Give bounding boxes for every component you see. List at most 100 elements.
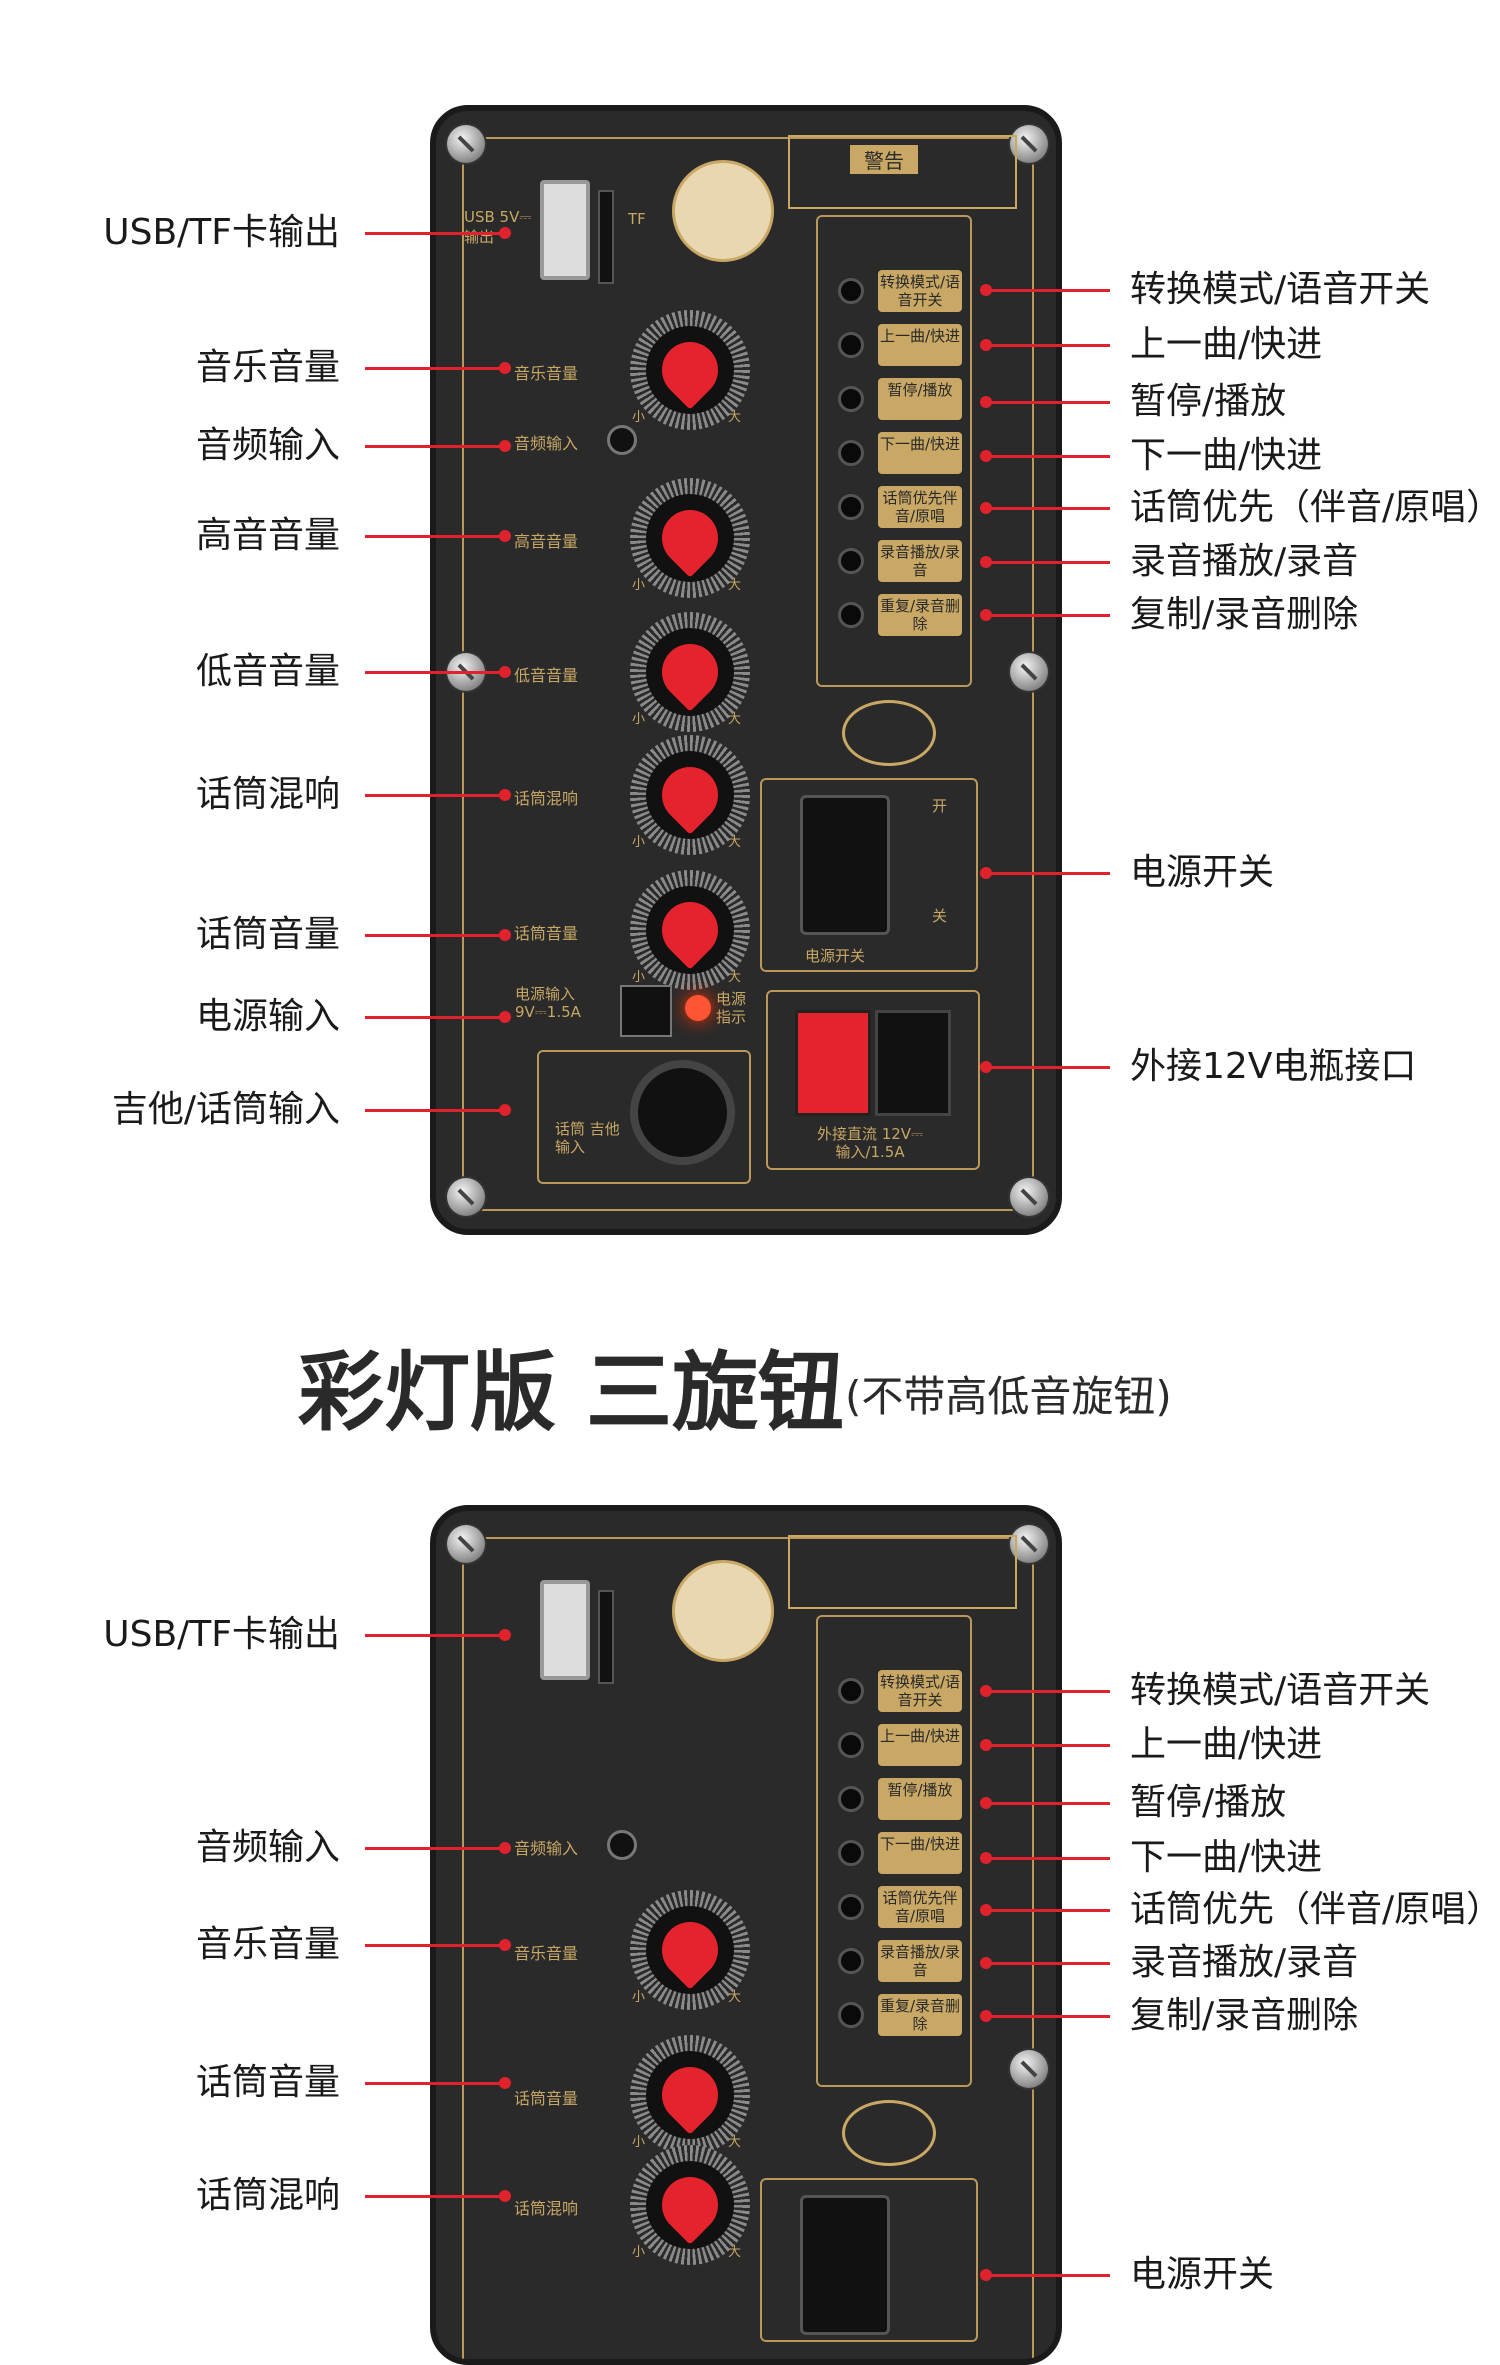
audio-input-jack[interactable]	[607, 425, 637, 455]
panel-button-label: 转换模式/语音开关	[878, 1670, 962, 1712]
knob-max-text: 大	[728, 835, 742, 850]
callout-label-left: 低音音量	[195, 651, 340, 692]
usb-port[interactable]	[540, 1580, 590, 1680]
leader-line	[365, 535, 505, 538]
warning-plate	[788, 135, 1017, 209]
callout-label-left: 音频输入	[195, 425, 340, 466]
volume-knob[interactable]	[630, 310, 750, 430]
panel-button-label: 重复/录音删除	[878, 1994, 962, 2036]
volume-knob[interactable]	[630, 1890, 750, 2010]
power-switch-frame	[760, 778, 978, 972]
leader-dot	[499, 1011, 511, 1023]
screw-icon	[447, 1525, 485, 1563]
panel-button-label: 重复/录音删除	[878, 594, 962, 636]
panel-knob-label: 低音音量	[514, 666, 579, 685]
power-in-text: 电源输入 9V⎓1.5A	[515, 985, 581, 1021]
panel-button[interactable]	[838, 2002, 864, 2028]
terminal-red[interactable]	[795, 1010, 871, 1116]
panel-button[interactable]	[838, 1732, 864, 1758]
panel-button[interactable]	[838, 1948, 864, 1974]
tf-slot[interactable]	[598, 1590, 614, 1684]
leader-line	[986, 1962, 1110, 1965]
callout-label-right: 话筒优先（伴音/原唱）	[1130, 487, 1500, 528]
leader-line	[986, 1909, 1110, 1912]
callout-label-left: 高音音量	[195, 515, 340, 556]
volume-knob[interactable]	[630, 612, 750, 732]
callout-label-left: USB/TF卡输出	[103, 1614, 340, 1655]
power-switch[interactable]	[800, 795, 890, 935]
leader-line	[365, 232, 505, 235]
panel-button[interactable]	[838, 332, 864, 358]
callout-label-left: 话筒音量	[195, 2062, 340, 2103]
knob-min-text: 小	[632, 970, 646, 985]
volume-knob[interactable]	[630, 870, 750, 990]
leader-line	[365, 2195, 505, 2198]
panel-button[interactable]	[838, 1894, 864, 1920]
leader-line	[365, 671, 505, 674]
ext-dc-text: 外接直流 12V⎓输入/1.5A	[816, 1125, 924, 1161]
panel-button[interactable]	[838, 602, 864, 628]
leader-line	[986, 872, 1110, 875]
panel-button[interactable]	[838, 1840, 864, 1866]
leader-dot	[499, 2190, 511, 2202]
callout-label-left: 话筒音量	[195, 914, 340, 955]
panel-button[interactable]	[838, 440, 864, 466]
switch-off-text: 关	[932, 907, 948, 925]
terminal-black[interactable]	[875, 1010, 951, 1116]
callout-label-right: 录音播放/录音	[1130, 1942, 1359, 1983]
knob-min-text: 小	[632, 2135, 646, 2150]
audio-input-jack[interactable]	[607, 1830, 637, 1860]
usb-port[interactable]	[540, 180, 590, 280]
leader-line	[365, 1847, 505, 1850]
button-group-frame	[816, 1615, 972, 2087]
ccc-logo-icon	[842, 2100, 936, 2166]
panel-button[interactable]	[838, 1678, 864, 1704]
panel-knob-label: 高音音量	[514, 532, 579, 551]
knob-max-text: 大	[728, 2135, 742, 2150]
callout-label-right: 上一曲/快进	[1130, 1724, 1323, 1765]
volume-knob[interactable]	[630, 478, 750, 598]
callout-label-right: 上一曲/快进	[1130, 324, 1323, 365]
callout-label-right: 下一曲/快进	[1130, 435, 1323, 476]
leader-line	[986, 614, 1110, 617]
leader-line	[365, 2082, 505, 2085]
volume-knob[interactable]	[630, 2145, 750, 2265]
volume-knob[interactable]	[630, 735, 750, 855]
panel-knob-label: 话筒混响	[514, 789, 579, 808]
section-subtitle: (不带高低音旋钮)	[845, 1372, 1172, 1421]
mic-input-jack[interactable]	[630, 1060, 735, 1165]
button-group-frame	[816, 215, 972, 687]
callout-label-left: 电源输入	[195, 996, 340, 1037]
callout-label-right: 复制/录音删除	[1130, 594, 1359, 635]
panel-button-label: 暂停/播放	[878, 1778, 962, 1820]
leader-line	[986, 289, 1110, 292]
tf-slot[interactable]	[598, 190, 614, 284]
callout-label-right: 转换模式/语音开关	[1130, 1670, 1431, 1711]
leader-line	[365, 1016, 505, 1019]
panel-button[interactable]	[838, 278, 864, 304]
brand-logo-icon	[672, 160, 774, 262]
leader-dot	[499, 789, 511, 801]
power-switch[interactable]	[800, 2195, 890, 2335]
volume-knob[interactable]	[630, 2035, 750, 2155]
panel-knob-label: 话筒混响	[514, 2199, 579, 2218]
knob-max-text: 大	[728, 1990, 742, 2005]
panel-button[interactable]	[838, 494, 864, 520]
panel-border	[462, 1537, 1034, 2359]
warning-text: 警告	[850, 145, 918, 174]
panel-button-label: 下一曲/快进	[878, 1832, 962, 1874]
callout-label-right: 下一曲/快进	[1130, 1837, 1323, 1878]
panel-button[interactable]	[838, 1786, 864, 1812]
leader-line	[986, 2274, 1110, 2277]
leader-line	[986, 1744, 1110, 1747]
knob-max-text: 大	[728, 712, 742, 727]
brand-logo-icon	[672, 1560, 774, 1662]
panel-button-label: 上一曲/快进	[878, 1724, 962, 1766]
leader-line	[365, 794, 505, 797]
panel-button[interactable]	[838, 548, 864, 574]
leader-line	[986, 1690, 1110, 1693]
warning-plate	[788, 1535, 1017, 1609]
panel-button[interactable]	[838, 386, 864, 412]
dc-input-jack[interactable]	[620, 985, 672, 1037]
power-led-text: 电源指示	[716, 990, 747, 1026]
